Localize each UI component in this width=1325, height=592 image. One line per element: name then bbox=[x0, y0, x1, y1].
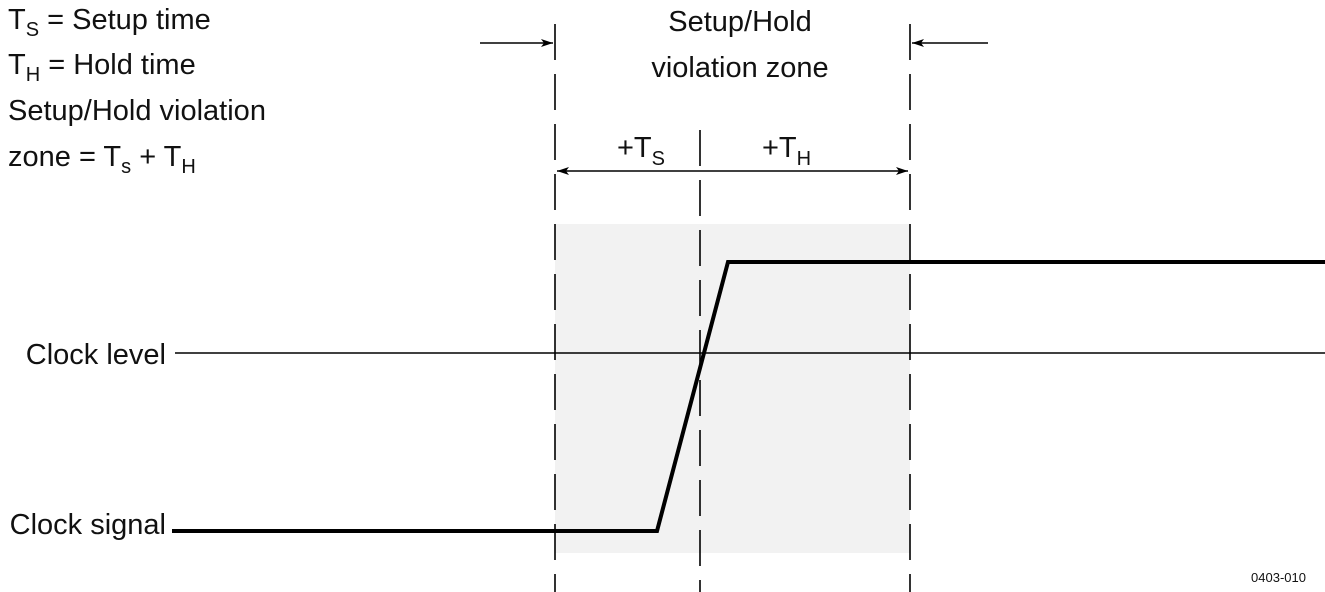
clock-signal-waveform bbox=[172, 260, 1325, 533]
setup-time-label: +TS bbox=[617, 132, 665, 170]
clock-signal-label: Clock signal bbox=[10, 509, 166, 541]
zone-title-line1: Setup/Hold bbox=[668, 6, 812, 38]
legend-hold-time: TH = Hold time bbox=[8, 49, 196, 86]
violation-zone-shading bbox=[555, 224, 910, 553]
hold-time-label: +TH bbox=[762, 132, 811, 170]
legend-zone-heading: Setup/Hold violation bbox=[8, 95, 266, 127]
figure-id: 0403-010 bbox=[1251, 570, 1306, 585]
legend-zone-formula: zone = Ts + TH bbox=[8, 141, 196, 178]
zone-title-line2: violation zone bbox=[651, 52, 828, 84]
clock-level-label: Clock level bbox=[26, 339, 166, 371]
legend-setup-time: TS = Setup time bbox=[8, 4, 211, 41]
